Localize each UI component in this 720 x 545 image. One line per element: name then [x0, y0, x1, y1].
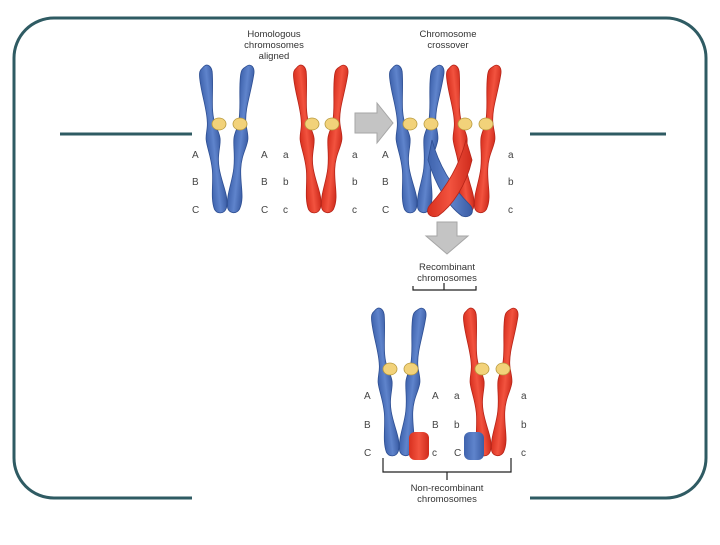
centromere-blue-left [211, 117, 227, 131]
centromere-blue-left-crossover [402, 117, 418, 131]
centromere-blue-right-recomb [403, 362, 419, 376]
centromere-red-left-crossover [457, 117, 473, 131]
label-a-right-2: a [508, 150, 514, 161]
caption-recombinant-line2: chromosomes [417, 273, 477, 284]
red-chromosome-aligned-chromatid-left [291, 64, 323, 215]
centromere-red-right-recomb [495, 362, 511, 376]
blue-chromosome-aligned-chromatid-left [197, 64, 229, 215]
slide-frame [12, 16, 708, 500]
centromere-blue-left-recomb [382, 362, 398, 376]
label-c-right-2: c [508, 205, 513, 216]
label-B-left-1: B [192, 177, 199, 188]
label-c-mid-3: c [432, 448, 437, 459]
red-chromosome-aligned-chromatid-right [319, 63, 351, 214]
label-C-right-1: C [261, 205, 268, 216]
label-C-left-1: C [192, 205, 199, 216]
label-c-right-3: c [521, 448, 526, 459]
label-c-right-1: c [352, 205, 357, 216]
red-chromosome-crossover-chromatid-right [472, 63, 504, 214]
label-B-mid-3: B [432, 420, 439, 431]
centromere-blue-right-crossover [423, 117, 439, 131]
label-C-left-3: C [364, 448, 371, 459]
label-A-right-1: A [261, 150, 268, 161]
label-a-left-1: a [283, 150, 289, 161]
caption-homologous-line3: aligned [259, 51, 290, 62]
caption-recombinant: Recombinant chromosomes [417, 262, 477, 284]
label-A-left-1: A [192, 150, 199, 161]
down-arrow-icon [424, 221, 470, 255]
centromere-red-left [304, 117, 320, 131]
recombinant-bracket [412, 283, 477, 291]
label-A-left-2: A [382, 150, 389, 161]
red-chromosome-recombinant-chromatid-right [489, 306, 521, 457]
caption-homologous-line2: chromosomes [244, 40, 304, 51]
caption-crossover-line1: Chromosome [419, 29, 476, 40]
label-A-left-3: A [364, 391, 371, 402]
right-arrow-icon [354, 101, 394, 145]
blue-chromosome-aligned-chromatid-right [225, 63, 257, 214]
caption-recombinant-line1: Recombinant [419, 262, 475, 273]
label-a-right-3: a [521, 391, 527, 402]
label-b-right-1: b [352, 177, 358, 188]
label-b-right-2: b [508, 177, 514, 188]
caption-homologous: Homologous chromosomes aligned [244, 29, 304, 62]
label-b-right-3: b [521, 420, 527, 431]
caption-crossover: Chromosome crossover [419, 29, 476, 51]
centromere-blue-right [232, 117, 248, 131]
label-C-left-2: C [382, 205, 389, 216]
red-segment-on-blue [409, 432, 429, 460]
caption-crossover-line2: crossover [427, 40, 468, 51]
blue-crossing-arm [427, 139, 473, 218]
label-B-left-3: B [364, 420, 371, 431]
caption-nonrecombinant-line1: Non-recombinant [411, 483, 484, 494]
label-a-right-1: a [352, 150, 358, 161]
label-B-right-1: B [261, 177, 268, 188]
caption-homologous-line1: Homologous [247, 29, 301, 40]
label-b-left-1: b [283, 177, 289, 188]
caption-nonrecombinant-line2: chromosomes [417, 494, 477, 505]
label-A-mid-3: A [432, 391, 439, 402]
centromere-red-right-crossover [478, 117, 494, 131]
red-crossing-arm [427, 138, 473, 218]
label-b-mid-3: b [454, 420, 460, 431]
blue-segment-on-red [464, 432, 484, 460]
blue-chromosome-recombinant-chromatid-left [369, 307, 401, 458]
centromere-red-left-recomb [474, 362, 490, 376]
label-a-mid-3: a [454, 391, 460, 402]
label-C-mid-3: C [454, 448, 461, 459]
label-B-left-2: B [382, 177, 389, 188]
label-c-left-1: c [283, 205, 288, 216]
frame-gap-bottom [192, 490, 530, 504]
blue-chromosome-crossover-chromatid-left [387, 64, 419, 215]
caption-nonrecombinant: Non-recombinant chromosomes [411, 483, 484, 505]
nonrecombinant-bracket [382, 458, 512, 480]
centromere-red-right [324, 117, 340, 131]
